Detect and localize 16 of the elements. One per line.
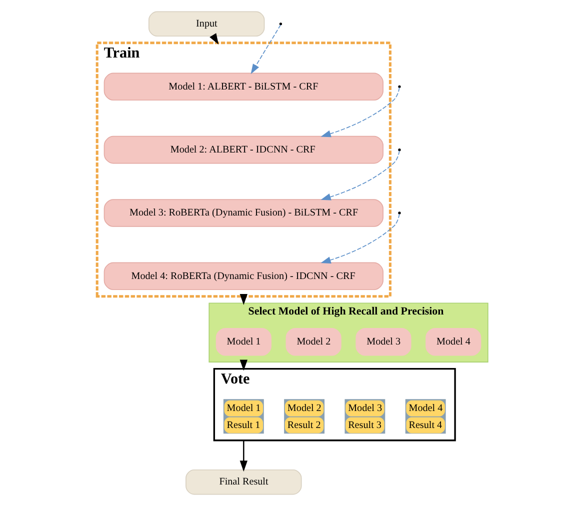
arrow	[320, 87, 400, 138]
arrow	[320, 150, 400, 200]
node-box: Model 2: ALBERT - IDCNN - CRF	[104, 136, 384, 164]
node-box: Final Result	[186, 469, 302, 495]
node-box: Model 3	[356, 328, 412, 356]
node-box: Model 4	[426, 328, 482, 356]
arrow	[250, 24, 282, 74]
arrow	[240, 440, 248, 472]
arrow	[240, 360, 248, 371]
node-box: Model 1: ALBERT - BiLSTM - CRF	[104, 72, 384, 101]
arrow	[320, 214, 400, 264]
arrow	[210, 33, 219, 44]
node-box: Model 3: RoBERTa (Dynamic Fusion) - BiLSTM - CRF	[104, 199, 384, 227]
node-box: Model 2	[286, 328, 342, 356]
node-box: Model 4: RoBERTa (Dynamic Fusion) - IDCNN - CRF	[104, 262, 384, 290]
node-box: Model 1	[216, 328, 272, 356]
